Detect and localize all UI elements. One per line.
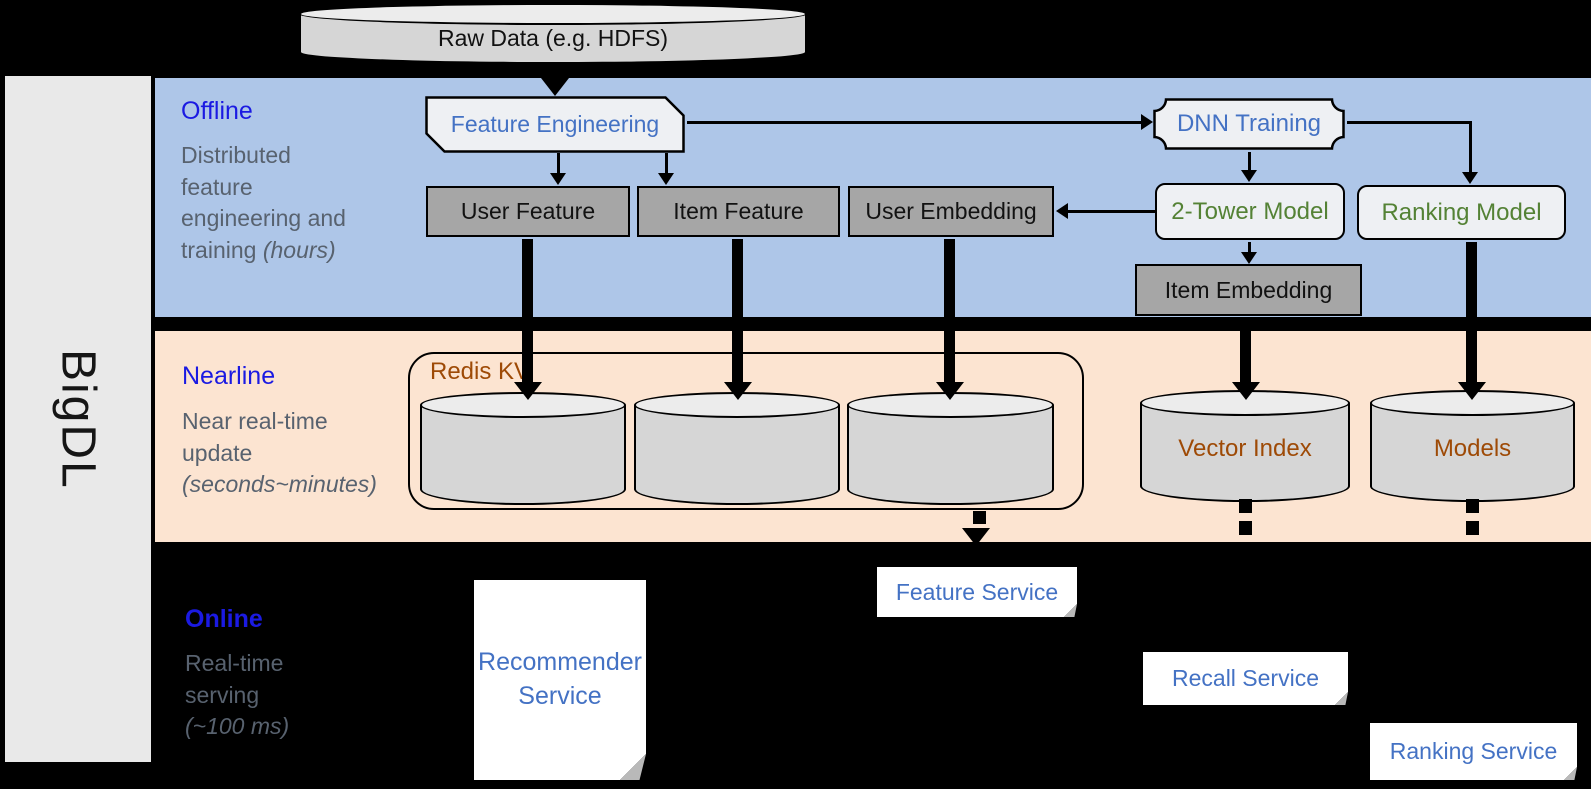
arrow-dnn-to-ranking-head bbox=[1462, 172, 1478, 184]
offline-desc-line2: feature bbox=[181, 173, 253, 200]
dnn-training-shape bbox=[1153, 98, 1345, 150]
arrow-itemfeature-to-redis bbox=[732, 239, 743, 384]
redis-kv-label: Redis KV bbox=[430, 358, 531, 385]
arrow-userfeature-to-redis-head bbox=[514, 382, 542, 400]
arrow-rankingmodel-to-models bbox=[1466, 242, 1477, 384]
redis-cylinder-3-body bbox=[847, 405, 1054, 505]
nearline-desc-line2: update bbox=[182, 439, 253, 466]
online-description: Real-time serving (~100 ms) bbox=[185, 648, 289, 743]
redis-cylinder-2-body bbox=[634, 405, 840, 505]
arrow-fe-to-userfeature bbox=[557, 153, 560, 175]
offline-desc-line1: Distributed bbox=[181, 142, 291, 168]
nearline-desc-line3: (seconds~minutes) bbox=[182, 471, 377, 498]
item-embedding-box: Item Embedding bbox=[1135, 264, 1362, 316]
arrow-twotower-to-userembedding-head bbox=[1056, 203, 1068, 219]
arrow-fe-to-itemfeature bbox=[665, 153, 668, 175]
online-title: Online bbox=[185, 605, 263, 633]
arrow-userembedding-to-redis bbox=[944, 239, 955, 384]
vector-index-cylinder: Vector Index bbox=[1140, 390, 1350, 502]
bigdl-logo-text: BigDL bbox=[51, 348, 105, 490]
arrow-rawdata-to-fe bbox=[549, 62, 560, 80]
feature-engineering-outline bbox=[425, 96, 685, 153]
recommender-service-line1: Recommender bbox=[478, 648, 642, 677]
arrow-dnn-to-ranking-v bbox=[1469, 121, 1472, 174]
redis-cylinder-1 bbox=[420, 392, 626, 505]
dashed-arrow-redis-to-featureservice-head bbox=[962, 528, 990, 546]
raw-data-label: Raw Data (e.g. HDFS) bbox=[437, 25, 669, 51]
arrow-rawdata-to-fe-head bbox=[541, 78, 569, 96]
dashed-arrow-models-2 bbox=[1466, 521, 1479, 535]
offline-desc-line4: training (hours) bbox=[181, 235, 346, 267]
arrow-dnn-to-twotower bbox=[1248, 152, 1251, 172]
arrow-rankingmodel-to-models-head bbox=[1458, 382, 1486, 400]
arrow-fe-to-userfeature-head bbox=[550, 173, 566, 185]
dnn-training-outline bbox=[1153, 98, 1345, 150]
raw-data-cylinder: Raw Data (e.g. HDFS) bbox=[299, 3, 807, 64]
arrow-fe-to-itemfeature-head bbox=[658, 173, 674, 185]
vector-index-label: Vector Index bbox=[1178, 434, 1312, 462]
two-tower-model-box: 2-Tower Model bbox=[1155, 183, 1345, 240]
recall-service-box: Recall Service bbox=[1143, 652, 1348, 705]
offline-desc-line4-plain: training bbox=[181, 237, 263, 264]
nearline-desc-line1: Near real-time bbox=[182, 408, 328, 434]
feature-engineering-box: Feature Engineering bbox=[450, 111, 660, 137]
arrow-userfeature-to-redis bbox=[522, 239, 533, 384]
redis-cylinder-2-top bbox=[634, 392, 840, 418]
dashed-arrow-redis-to-featureservice bbox=[973, 511, 986, 524]
bigdl-sidebar: BigDL bbox=[5, 76, 151, 762]
online-desc-line1: Real-time bbox=[185, 650, 284, 676]
arrow-itemembedding-to-vectorindex-head bbox=[1232, 382, 1260, 400]
online-desc-line3: (~100 ms) bbox=[185, 713, 290, 740]
arrow-twotower-to-itemembedding-head bbox=[1241, 252, 1257, 264]
arrow-twotower-to-userembedding bbox=[1068, 210, 1155, 213]
redis-cylinder-1-body bbox=[420, 405, 626, 505]
arrow-dnn-to-ranking-h bbox=[1347, 121, 1471, 124]
redis-kv-container bbox=[408, 352, 1084, 510]
arrow-itemfeature-to-redis-head bbox=[724, 382, 752, 400]
offline-description: Distributed feature engineering and trai… bbox=[181, 140, 346, 267]
recommender-service-doc: Recommender Service bbox=[474, 580, 646, 780]
offline-title: Offline bbox=[181, 97, 253, 125]
feature-engineering-shape bbox=[425, 96, 685, 153]
online-desc-line2: serving bbox=[185, 681, 260, 708]
dashed-arrow-models-1 bbox=[1466, 499, 1479, 513]
redis-cylinder-3 bbox=[847, 392, 1054, 505]
redis-cylinder-2 bbox=[634, 392, 840, 505]
nearline-description: Near real-time update (seconds~minutes) bbox=[182, 406, 377, 501]
item-feature-box: Item Feature bbox=[637, 186, 840, 237]
arrow-fe-to-dnn bbox=[687, 121, 1141, 124]
recommender-service-label: Recommender Service bbox=[478, 646, 642, 714]
nearline-title: Nearline bbox=[182, 362, 276, 390]
models-cylinder: Models bbox=[1370, 390, 1575, 502]
models-label: Models bbox=[1433, 434, 1512, 462]
arrow-twotower-to-itemembedding bbox=[1248, 242, 1251, 254]
feature-service-box: Feature Service bbox=[877, 567, 1077, 617]
ranking-model-box: Ranking Model bbox=[1357, 185, 1566, 240]
recommender-service-line2: Service bbox=[518, 682, 602, 710]
arrow-itemembedding-to-vectorindex bbox=[1240, 318, 1251, 384]
arrow-dnn-to-twotower-head bbox=[1241, 170, 1257, 182]
dnn-training-box: DNN Training bbox=[1176, 110, 1322, 137]
user-embedding-box: User Embedding bbox=[848, 186, 1054, 237]
arrow-fe-to-dnn-head bbox=[1141, 114, 1153, 130]
arrow-userembedding-to-redis-head bbox=[936, 382, 964, 400]
offline-desc-line4-italic: (hours) bbox=[262, 237, 336, 264]
dashed-arrow-vectorindex-1 bbox=[1239, 499, 1252, 513]
ranking-service-box: Ranking Service bbox=[1370, 723, 1577, 780]
dashed-arrow-vectorindex-2 bbox=[1239, 521, 1252, 535]
offline-desc-line3: engineering and bbox=[181, 205, 346, 232]
user-feature-box: User Feature bbox=[426, 186, 630, 237]
raw-data-cylinder-top bbox=[299, 3, 807, 25]
